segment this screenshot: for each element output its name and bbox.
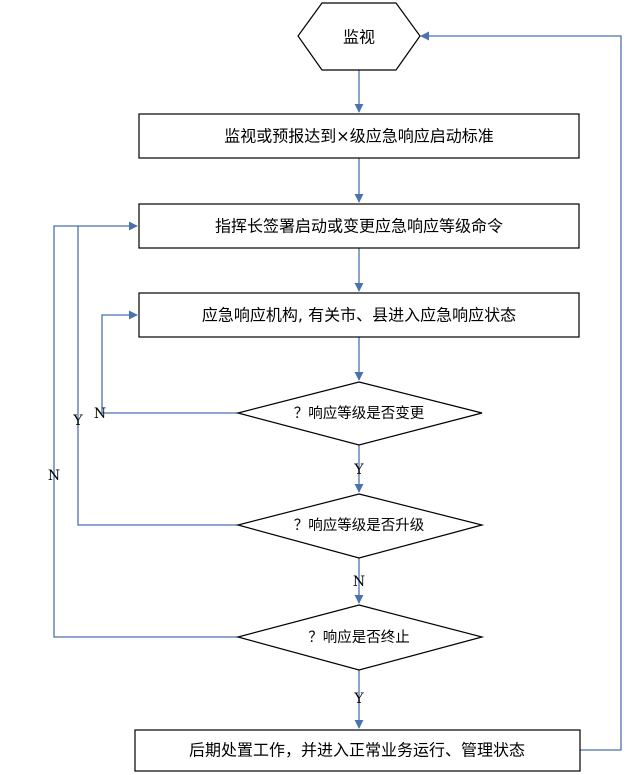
step2-node: 指挥长签署启动或变更应急响应等级命令 [138,203,580,249]
end-box [134,729,581,772]
edge-decision1-no-loop [101,310,238,414]
decision2-label: ？响应等级是否升级 [294,516,425,534]
decision3-label: ？响应是否终止 [308,628,410,646]
step3-box [138,292,580,338]
step1-node: 监视或预报达到×级应急响应启动标准 [138,113,580,159]
step3-node: 应急响应机构, 有关市、县进入应急响应状态 [138,292,580,338]
edge-end-to-start-loop [420,31,622,751]
start-hexagon [297,2,421,71]
step1-label: 监视或预报达到×级应急响应启动标准 [224,127,493,146]
start-label: 监视 [343,28,375,47]
step2-box [138,203,580,249]
edge-decision3-no-loop [53,225,238,638]
label-d2-no: N [353,574,365,590]
decision3-diamond [235,604,485,671]
end-node: 后期处置工作，并进入正常业务运行、管理状态 [134,729,581,772]
end-label: 后期处置工作，并进入正常业务运行、管理状态 [189,741,525,760]
label-d1-yes: Y [353,462,364,478]
connectors [53,31,622,751]
step1-box [138,113,580,159]
decision3-node: ？响应是否终止 [235,604,485,671]
step3-label: 应急响应机构, 有关市、县进入应急响应状态 [202,306,516,325]
label-d2-yes: Y [72,413,83,429]
step2-label: 指挥长签署启动或变更应急响应等级命令 [215,217,503,236]
label-d3-yes: Y [353,691,364,707]
start-node: 监视 [297,2,421,71]
edge-decision2-yes-loop [77,221,238,526]
label-d3-no: N [48,468,60,484]
decision2-diamond [235,493,485,559]
decision1-node: ？响应等级是否变更 [235,381,483,446]
decision1-diamond [235,381,483,446]
decision1-label: ？响应等级是否变更 [294,404,425,422]
edge-labels: N Y Y N N Y [48,406,365,707]
decision2-node: ？响应等级是否升级 [235,493,485,559]
label-d1-no: N [94,406,106,422]
